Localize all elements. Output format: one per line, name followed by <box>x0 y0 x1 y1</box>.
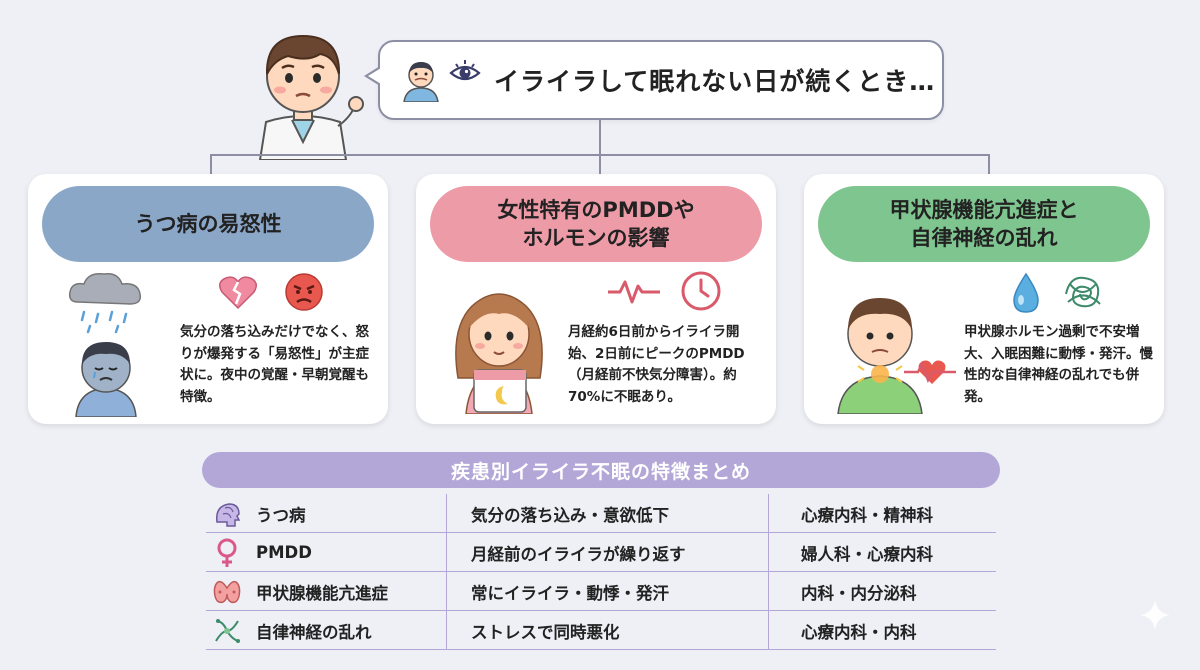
disease-name: PMDD <box>256 543 312 562</box>
card-depression: うつ病の易怒性 気分の落ち込みだけでなく、怒りが爆発する「易怒性」が主症状に。夜… <box>28 174 388 424</box>
boy-thyroid-illustration <box>837 298 956 414</box>
sparkle-icon <box>1140 600 1170 630</box>
card-pmdd: 女性特有のPMDDやホルモンの影響 月経約6日前からイライラ開始、2日前にピーク… <box>416 174 776 424</box>
heartbeat-wave-icon <box>608 280 660 304</box>
speech-bubble: イライラして眠れない日が続くとき… <box>364 40 944 120</box>
worried-person-icon <box>403 62 439 102</box>
department: 心療内科・内科 <box>768 611 996 650</box>
disease-feature: ストレスで同時悪化 <box>446 611 768 650</box>
department: 婦人科・心療内科 <box>768 533 996 572</box>
disease-name: うつ病 <box>256 505 306 525</box>
sweat-drop-icon <box>1013 272 1039 313</box>
angry-face-icon <box>285 273 323 311</box>
tangled-nerve-icon <box>1065 276 1101 308</box>
eye-icon <box>449 60 481 81</box>
thyroid-icon <box>212 577 242 607</box>
card-body-text: 甲状腺ホルモン過剰で不安増大、入眠困難に動悸・発汗。慢性的な自律神経の乱れでも併… <box>964 324 1153 405</box>
disease-feature: 常にイライラ・動悸・発汗 <box>446 572 768 611</box>
department: 心療内科・精神科 <box>768 494 996 533</box>
disease-name: 甲状腺機能亢進症 <box>256 583 388 603</box>
disease-name: 自律神経の乱れ <box>256 622 372 642</box>
connector-right <box>988 154 990 176</box>
bubble-text: イライラして眠れない日が続くとき… <box>494 67 936 96</box>
card-title: 女性特有のPMDDやホルモンの影響 <box>430 186 762 262</box>
summary-title: 疾患別イライラ不眠の特徴まとめ <box>202 452 1000 488</box>
card-title: うつ病の易怒性 <box>42 186 374 262</box>
woman-calendar-illustration <box>455 293 543 414</box>
table-row: 甲状腺機能亢進症 常にイライラ・動悸・発汗 内科・内分泌科 <box>206 572 996 611</box>
broken-heart-icon <box>219 276 257 310</box>
table-row: PMDD 月経前のイライラが繰り返す 婦人科・心療内科 <box>206 533 996 572</box>
connector-center <box>599 154 601 176</box>
female-symbol-icon <box>212 538 242 568</box>
summary-table: うつ病 気分の落ち込み・意欲低下 心療内科・精神科 PMDD 月経前のイライラが… <box>206 494 996 650</box>
disease-feature: 気分の落ち込み・意欲低下 <box>446 494 768 533</box>
table-row: 自律神経の乱れ ストレスで同時悪化 心療内科・内科 <box>206 611 996 650</box>
clock-icon <box>681 271 721 311</box>
table-row: うつ病 気分の落ち込み・意欲低下 心療内科・精神科 <box>206 494 996 533</box>
connector-vertical-main <box>599 120 601 156</box>
card-title: 甲状腺機能亢進症と自律神経の乱れ <box>818 186 1150 262</box>
department: 内科・内分泌科 <box>768 572 996 611</box>
disease-feature: 月経前のイライラが繰り返す <box>446 533 768 572</box>
card-body-text: 気分の落ち込みだけでなく、怒りが爆発する「易怒性」が主症状に。夜中の覚醒・早朝覚… <box>180 324 369 405</box>
brain-icon <box>212 499 242 529</box>
rain-cloud-sad-person-illustration <box>68 272 142 417</box>
nerve-icon <box>212 616 242 646</box>
card-thyroid: 甲状腺機能亢進症と自律神経の乱れ 甲状腺ホルモン過剰で不安増大、入眠困難に動悸・… <box>804 174 1164 424</box>
doctor-illustration <box>258 34 364 160</box>
connector-left <box>210 154 212 176</box>
card-body-text: 月経約6日前からイライラ開始、2日前にピークのPMDD（月経前不快気分障害）。約… <box>568 324 745 405</box>
